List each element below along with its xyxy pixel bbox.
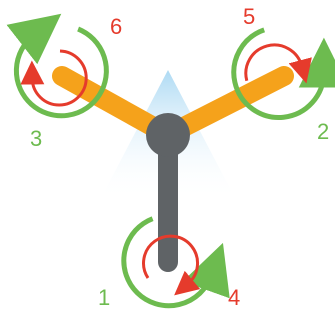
inner-arrow-bottom [142,234,201,296]
inner-arrow-left [20,49,88,107]
outer-ring-arrow-left [6,13,109,119]
outer-ring-arrow-right [231,27,335,120]
label-bottom-outer: 1 [98,285,110,310]
outer-ring-arrow-bottom [121,216,230,309]
rotor-bottom [121,216,230,309]
rotor-left [6,13,109,119]
label-right-outer: 2 [317,119,329,144]
inner-arrow-right [244,43,312,84]
label-left-inner: 6 [110,14,122,39]
frame [52,66,294,272]
label-bottom-inner: 4 [228,285,240,310]
hub [146,113,190,157]
label-right-inner: 5 [243,4,255,29]
label-left-outer: 3 [30,126,42,151]
labels: 6 3 5 2 1 4 [30,4,329,310]
rotor-right [231,27,335,120]
